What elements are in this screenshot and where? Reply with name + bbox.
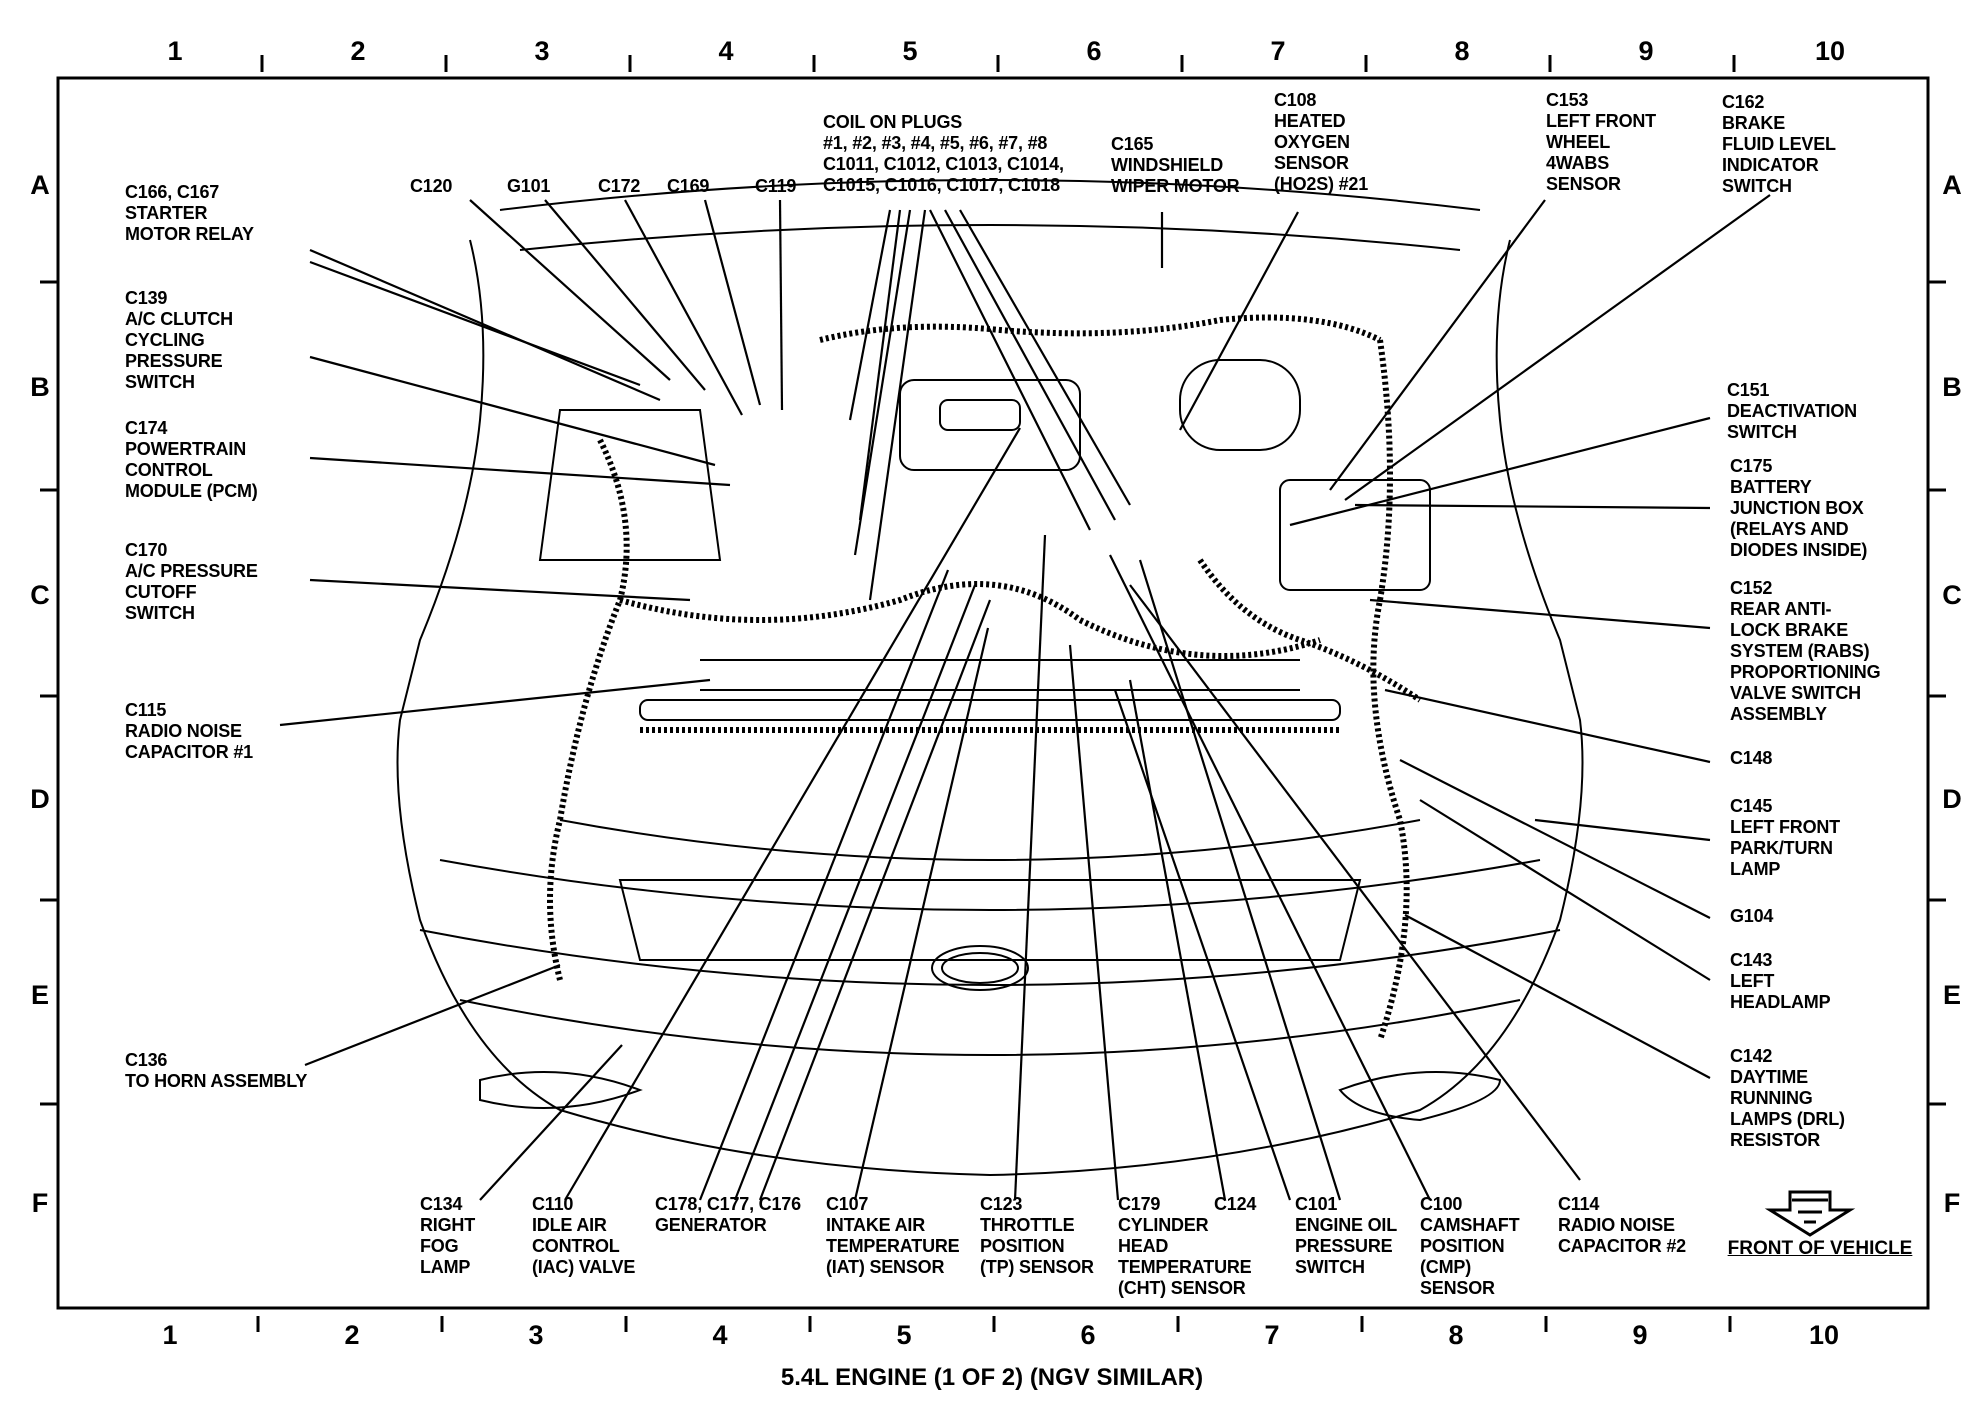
label-g101: G101 — [507, 176, 551, 196]
column-number: 9 — [1638, 36, 1654, 66]
label-c175: C175 BATTERY JUNCTION BOX (RELAYS AND DI… — [1730, 456, 1868, 560]
vehicle-outline — [396, 179, 1584, 1177]
label-c172: C172 — [598, 176, 641, 196]
label-c115: C115 RADIO NOISE CAPACITOR #1 — [125, 700, 253, 762]
row-letter: D — [30, 784, 50, 814]
label-c143: C143 LEFT HEADLAMP — [1730, 950, 1831, 1012]
row-letter: E — [30, 980, 49, 1010]
label-c108: C108 HEATED OXYGEN SENSOR (HO2S) #21 — [1274, 90, 1369, 194]
label-c165: C165 WINDSHIELD WIPER MOTOR — [1111, 134, 1240, 196]
label-c153: C153 LEFT FRONT WHEEL 4WABS SENSOR — [1546, 90, 1656, 194]
column-number: 3 — [534, 36, 550, 66]
label-c142: C142 DAYTIME RUNNING LAMPS (DRL) RESISTO… — [1730, 1046, 1845, 1150]
column-number: 2 — [350, 36, 366, 66]
label-c134: C134 RIGHT FOG LAMP — [420, 1194, 475, 1277]
label-c178-c177-c176: C178, C177, C176 GENERATOR — [655, 1194, 801, 1235]
label-c114: C114 RADIO NOISE CAPACITOR #2 — [1558, 1194, 1686, 1256]
label-c174: C174 POWERTRAIN CONTROL MODULE (PCM) — [125, 418, 258, 501]
label-c169: C169 — [667, 176, 710, 196]
row-letter: A — [30, 170, 50, 200]
column-number: 10 — [1808, 1320, 1840, 1350]
label-c136: C136 TO HORN ASSEMBLY — [125, 1050, 308, 1091]
label-g104: G104 — [1730, 906, 1774, 926]
label-c107: C107 INTAKE AIR TEMPERATURE (IAT) SENSOR — [826, 1194, 960, 1277]
column-number: 9 — [1632, 1320, 1648, 1350]
column-number: 4 — [712, 1320, 728, 1350]
column-number: 1 — [162, 1320, 178, 1350]
row-letter: A — [1942, 170, 1962, 200]
column-dividers — [256, 55, 1736, 1332]
column-number: 5 — [896, 1320, 912, 1350]
column-number: 2 — [344, 1320, 360, 1350]
row-letter: B — [1942, 372, 1962, 402]
label-c162: C162 BRAKE FLUID LEVEL INDICATOR SWITCH — [1722, 92, 1836, 196]
label-c152: C152 REAR ANTI- LOCK BRAKE SYSTEM (RABS)… — [1730, 578, 1881, 724]
front-of-vehicle-arrow — [1764, 1190, 1856, 1237]
column-number: 4 — [718, 36, 734, 66]
row-letter: B — [30, 372, 50, 402]
label-coil-on-plugs: COIL ON PLUGS #1, #2, #3, #4, #5, #6, #7… — [823, 112, 1064, 195]
row-letter: E — [1942, 980, 1961, 1010]
row-letter: C — [1942, 580, 1962, 610]
column-number: 6 — [1086, 36, 1102, 66]
label-c148: C148 — [1730, 748, 1773, 768]
label-c151: C151 DEACTIVATION SWITCH — [1727, 380, 1857, 442]
leader-lines — [279, 194, 1771, 1201]
label-c124: C124 — [1214, 1194, 1257, 1214]
row-letter: F — [1943, 1188, 1961, 1218]
diagram-caption: 5.4L ENGINE (1 OF 2) (NGV SIMILAR) — [780, 1364, 1204, 1391]
label-c145: C145 LEFT FRONT PARK/TURN LAMP — [1730, 796, 1840, 879]
row-letter: F — [31, 1188, 49, 1218]
label-c119: C119 — [755, 176, 797, 196]
label-c110: C110 IDLE AIR CONTROL (IAC) VALVE — [532, 1194, 636, 1277]
column-number: 6 — [1080, 1320, 1096, 1350]
column-number: 8 — [1448, 1320, 1464, 1350]
column-number: 3 — [528, 1320, 544, 1350]
row-letter: C — [30, 580, 50, 610]
label-c101: C101 ENGINE OIL PRESSURE SWITCH — [1295, 1194, 1398, 1277]
label-c139: C139 A/C CLUTCH CYCLING PRESSURE SWITCH — [125, 288, 233, 392]
column-number: 7 — [1270, 36, 1286, 66]
column-number: 8 — [1454, 36, 1470, 66]
front-of-vehicle-label: FRONT OF VEHICLE — [1727, 1238, 1913, 1259]
column-number: 10 — [1814, 36, 1846, 66]
label-c179: C179 CYLINDER HEAD TEMPERATURE (CHT) SEN… — [1118, 1194, 1252, 1298]
column-number: 7 — [1264, 1320, 1280, 1350]
label-c170: C170 A/C PRESSURE CUTOFF SWITCH — [125, 540, 258, 623]
label-c100: C100 CAMSHAFT POSITION (CMP) SENSOR — [1420, 1194, 1520, 1298]
diagram-border — [56, 76, 1930, 1310]
wiring-harness — [547, 314, 1422, 1041]
label-c120: C120 — [410, 176, 453, 196]
row-letter: D — [1942, 784, 1962, 814]
column-number: 1 — [167, 36, 183, 66]
label-c166-c167: C166, C167 STARTER MOTOR RELAY — [125, 182, 254, 244]
label-c123: C123 THROTTLE POSITION (TP) SENSOR — [980, 1194, 1094, 1277]
column-number: 5 — [902, 36, 918, 66]
row-dividers — [40, 280, 1946, 1106]
